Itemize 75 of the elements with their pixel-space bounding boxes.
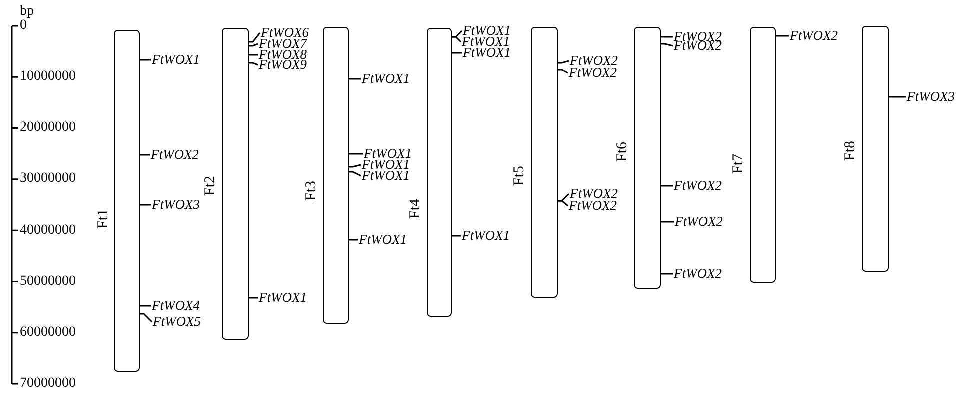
leader-line xyxy=(452,36,462,43)
gene-label: FtWOX1 xyxy=(463,25,511,37)
axis-tick-label: 60000000 xyxy=(20,326,76,340)
leader-line xyxy=(249,32,261,43)
gene-label: FtWOX9 xyxy=(259,59,307,71)
axis-tick-label: 30000000 xyxy=(20,172,76,186)
gene-label: FtWOX2 xyxy=(569,200,617,212)
leader-line xyxy=(140,154,150,156)
gene-label: FtWOX3 xyxy=(152,199,200,211)
axis-tick-label: 0 xyxy=(20,19,27,33)
leader-line xyxy=(140,305,151,307)
gene-label: FtWOX2 xyxy=(674,268,722,280)
leader-line xyxy=(140,313,153,323)
gene-label: FtWOX1 xyxy=(463,47,511,59)
leader-line xyxy=(349,239,358,241)
leader-line xyxy=(558,60,570,64)
gene-label: FtWOX2 xyxy=(790,30,838,42)
leader-line xyxy=(452,235,461,237)
gene-label: FtWOX1 xyxy=(359,234,407,246)
chromosome-label: Ft7 xyxy=(732,154,746,174)
gene-label: FtWOX2 xyxy=(570,188,618,200)
leader-line xyxy=(349,153,363,155)
leader-line xyxy=(349,78,361,80)
gene-label: FtWOX2 xyxy=(151,149,199,161)
chromosome-label: Ft6 xyxy=(616,142,630,162)
leader-line xyxy=(661,221,674,223)
gene-label: FtWOX7 xyxy=(259,38,307,50)
axis-tick-label: 50000000 xyxy=(20,274,76,289)
gene-label: FtWOX1 xyxy=(152,54,200,66)
gene-label: FtWOX1 xyxy=(462,230,510,242)
leader-line xyxy=(349,164,362,168)
gene-label: FtWOX8 xyxy=(259,49,307,61)
gene-label: FtWOX2 xyxy=(569,67,617,79)
leader-line xyxy=(558,69,568,74)
gene-label: FtWOX2 xyxy=(570,55,618,67)
leader-line xyxy=(661,273,673,275)
gene-label: FtWOX1 xyxy=(362,159,410,171)
leader-line xyxy=(776,35,789,37)
leader-line xyxy=(249,62,258,66)
gene-label: FtWOX1 xyxy=(259,292,307,304)
chromosome-label: Ft2 xyxy=(204,176,218,196)
gene-label: FtWOX4 xyxy=(152,300,200,312)
leader-line xyxy=(661,43,674,47)
leader-line xyxy=(140,59,151,61)
chromosome-label: Ft8 xyxy=(844,141,858,161)
gene-label: FtWOX5 xyxy=(153,316,201,328)
gene-label: FtWOX2 xyxy=(675,216,723,228)
chromosome-label: Ft4 xyxy=(408,199,424,219)
leader-line xyxy=(349,171,362,177)
gene-label: FtWOX1 xyxy=(364,148,412,160)
axis-tick-label: 10000000 xyxy=(20,70,76,84)
gene-label: FtWOX2 xyxy=(674,40,722,52)
leader-line xyxy=(889,96,906,98)
gene-label: FtWOX1 xyxy=(362,73,410,85)
leader-line xyxy=(661,36,673,38)
gene-label: FtWOX6 xyxy=(261,27,309,39)
axis-tick-label: 40000000 xyxy=(20,224,76,238)
leader-line xyxy=(140,204,151,206)
leader-line xyxy=(558,200,568,207)
gene-label: FtWOX2 xyxy=(674,180,722,192)
leader-line xyxy=(452,52,462,54)
leader-line xyxy=(661,185,673,187)
gene-label: FtWOX3 xyxy=(907,91,955,103)
leader-line xyxy=(249,43,258,47)
chromosome-label: Ft1 xyxy=(96,209,112,229)
gene-label: FtWOX1 xyxy=(362,170,410,182)
gene-label: FtWOX1 xyxy=(462,36,510,48)
leader-line xyxy=(249,297,258,299)
chromosome-label: Ft3 xyxy=(304,181,320,201)
axis-unit: bp xyxy=(20,5,34,19)
chromosome-label: Ft5 xyxy=(512,166,528,186)
gene-label: FtWOX2 xyxy=(674,31,722,43)
leader-line xyxy=(249,54,258,56)
axis-tick-label: 20000000 xyxy=(20,121,76,136)
axis-tick-label: 70000000 xyxy=(20,377,76,391)
